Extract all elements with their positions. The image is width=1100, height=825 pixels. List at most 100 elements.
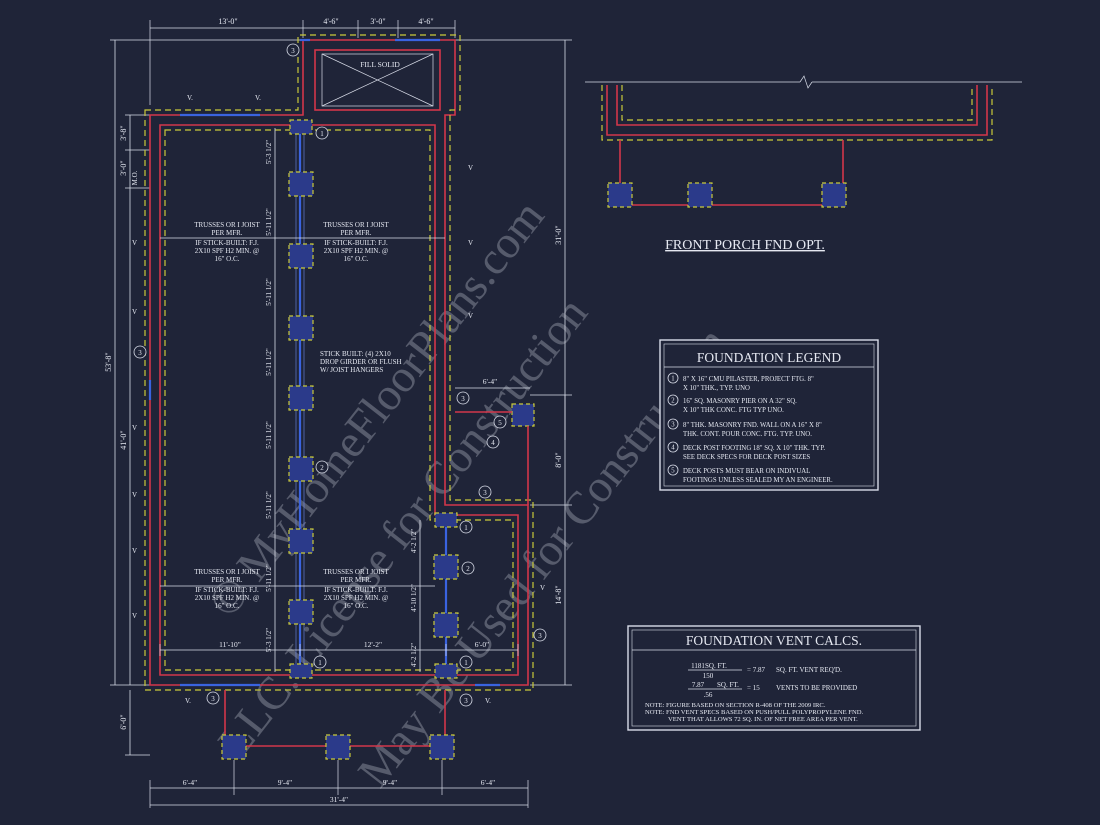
svg-text:3: 3 <box>483 489 487 497</box>
foundation-walls: FILL SOLID <box>144 34 534 691</box>
svg-text:16" SQ. MASONRY PIER ON A 32": 16" SQ. MASONRY PIER ON A 32" SQ. <box>683 398 797 405</box>
callout-bubbles: 3 1 3 2 1 1 2 1 3 5 4 3 3 3 3 <box>133 43 547 707</box>
porch-footing <box>429 734 455 760</box>
pier <box>433 554 459 580</box>
joist-note-lower-left: TRUSSES OR I JOIST PER MFR. IF STICK-BUI… <box>194 568 260 610</box>
callout-bubble: 1 <box>315 126 329 140</box>
inner-dim: 12'-2" <box>364 640 382 649</box>
svg-text:SEE DECK SPECS FOR DECK POST S: SEE DECK SPECS FOR DECK POST SIZES <box>683 454 810 461</box>
svg-text:VENT THAT ALLOWS 72 SQ. IN. OF: VENT THAT ALLOWS 72 SQ. IN. OF NET FREE … <box>668 716 858 723</box>
dim-left-lower: 41'-0" <box>119 430 128 449</box>
svg-text:IF STICK-BUILT: F.J.: IF STICK-BUILT: F.J. <box>195 586 259 594</box>
right-dimensions: 31'-0" 8'-0" 14'-8" <box>455 39 572 686</box>
vent-marker: V <box>132 308 137 316</box>
pier-dim: 5'-3 1/2" <box>265 140 273 164</box>
vent-marker: V <box>132 239 137 247</box>
callout-bubble: 3 <box>456 391 470 405</box>
lower-pier-dim: 4'-10 1/2" <box>410 584 418 612</box>
svg-text:16" O.C.: 16" O.C. <box>215 602 240 610</box>
vent-marker: V <box>468 164 473 172</box>
svg-text:4: 4 <box>671 445 675 452</box>
svg-text:VENTS TO BE PROVIDED: VENTS TO BE PROVIDED <box>776 684 857 692</box>
svg-text:3: 3 <box>461 395 465 403</box>
svg-text:8" X 16" CMU PILASTER, PROJECT: 8" X 16" CMU PILASTER, PROJECT FTG. 8" <box>683 376 814 383</box>
left-dimensions: 53'-8" 3'-8" 3'-0" M.O. 41'-0" 6'-0" <box>104 39 300 756</box>
joist-notes: TRUSSES OR I JOIST PER MFR. IF STICK-BUI… <box>160 221 445 610</box>
callout-bubble: 1 <box>313 655 327 669</box>
bottom-dim: 6'-4" <box>481 778 495 787</box>
lower-pier-dim: 4'-2 1/2" <box>410 529 418 553</box>
legend-item: 5 DECK POSTS MUST BEAR ON INDIVUAL FOOTI… <box>667 464 833 484</box>
callout-bubble: 3 <box>133 345 147 359</box>
svg-text:DECK POSTS MUST BEAR ON INDIVU: DECK POSTS MUST BEAR ON INDIVUAL <box>683 468 810 475</box>
svg-text:SQ. FT. VENT REQ'D.: SQ. FT. VENT REQ'D. <box>776 666 842 674</box>
pier <box>433 612 459 638</box>
svg-text:150: 150 <box>703 672 714 680</box>
svg-text:16" O.C.: 16" O.C. <box>344 602 369 610</box>
svg-text:TRUSSES OR I JOIST: TRUSSES OR I JOIST <box>323 568 389 576</box>
svg-text:THK. CONT. POUR CONC. FTG. TYP: THK. CONT. POUR CONC. FTG. TYP. UNO. <box>683 431 812 438</box>
bottom-dim: 6'-4" <box>183 778 197 787</box>
legend-item: 1 8" X 16" CMU PILASTER, PROJECT FTG. 8"… <box>667 372 814 392</box>
svg-text:4: 4 <box>491 439 495 447</box>
pier <box>434 512 458 528</box>
inner-dim: 6'-0" <box>475 640 489 649</box>
legend-title: FOUNDATION LEGEND <box>697 350 842 365</box>
callout-bubble: 1 <box>459 655 473 669</box>
bottom-dims: 6'-4" 9'-4" 9'-4" 6'-4" 31'-4" <box>149 760 529 808</box>
svg-text:DROP GIRDER OR FLUSH: DROP GIRDER OR FLUSH <box>320 358 402 366</box>
pier <box>288 599 314 625</box>
vent-calcs: FOUNDATION VENT CALCS. 1181 150 SQ. FT. … <box>627 625 921 731</box>
vent-marker: V <box>468 239 473 247</box>
callout-bubble: 4 <box>486 435 500 449</box>
vent-marker: V. <box>255 94 261 102</box>
fill-solid-label: FILL SOLID <box>360 60 400 69</box>
vent-notes: NOTE: FIGURE BASED ON SECTION R-408 OF T… <box>645 702 863 723</box>
pier <box>289 663 313 679</box>
vent-marker: V. <box>185 697 191 705</box>
dim-right-offset: 8'-0" <box>554 452 563 467</box>
pier-dim: 5'-11 1/2" <box>265 278 273 306</box>
svg-text:IF STICK-BUILT: F.J.: IF STICK-BUILT: F.J. <box>324 239 388 247</box>
vent-marker: V. <box>485 697 491 705</box>
svg-text:STICK BUILT: (4) 2X10: STICK BUILT: (4) 2X10 <box>320 350 391 358</box>
vent-marker: V <box>132 491 137 499</box>
svg-text:1: 1 <box>464 524 468 532</box>
pier-dim: 5'-11 1/2" <box>265 564 273 592</box>
pier <box>288 385 314 411</box>
front-porch-option: FRONT PORCH FND OPT. <box>585 75 1022 253</box>
svg-text:SQ. FT.: SQ. FT. <box>717 681 739 689</box>
dim-overall-height: 53'-8" <box>104 352 113 371</box>
svg-text:16" O.C.: 16" O.C. <box>215 255 240 263</box>
callout-bubble: 2 <box>315 460 329 474</box>
dim-top-3: 3'-0" <box>370 17 385 26</box>
dim-top-2: 4'-6" <box>323 17 338 26</box>
vent-marker: V <box>132 424 137 432</box>
svg-text:2X10 SPF H2 MIN. @: 2X10 SPF H2 MIN. @ <box>195 594 260 602</box>
legend-item: 4 DECK POST FOOTING 18" SQ. X 10" THK. T… <box>667 441 825 461</box>
svg-text:5: 5 <box>671 468 675 475</box>
callout-bubble: 1 <box>459 520 473 534</box>
porch-footing <box>325 734 351 760</box>
bottom-dim: 9'-4" <box>278 778 292 787</box>
joist-note-upper-right: TRUSSES OR I JOIST PER MFR. IF STICK-BUI… <box>323 221 389 263</box>
svg-text:TRUSSES OR I JOIST: TRUSSES OR I JOIST <box>323 221 389 229</box>
porch-footing <box>221 734 247 760</box>
pier <box>288 243 314 269</box>
bottom-dim: 9'-4" <box>383 778 397 787</box>
svg-text:IF STICK-BUILT: F.J.: IF STICK-BUILT: F.J. <box>324 586 388 594</box>
svg-text:3: 3 <box>291 47 295 55</box>
top-dimension-line: 13'-0" 4'-6" 3'-0" 4'-6" <box>149 17 456 105</box>
svg-text:2: 2 <box>466 565 470 573</box>
svg-text:2X10 SPF H2 MIN. @: 2X10 SPF H2 MIN. @ <box>324 594 389 602</box>
svg-text:IF STICK-BUILT: F.J.: IF STICK-BUILT: F.J. <box>195 239 259 247</box>
svg-text:7.87: 7.87 <box>692 681 705 689</box>
deck-post-footing <box>511 403 535 427</box>
inner-dim: 11'-10" <box>219 640 241 649</box>
pier-spacing-dims: 5'-3 1/2" 5'-11 1/2" 5'-11 1/2" 5'-11 1/… <box>265 128 421 672</box>
pier-dim: 5'-11 1/2" <box>265 348 273 376</box>
svg-text:PER MFR.: PER MFR. <box>340 576 371 584</box>
svg-text:1: 1 <box>671 376 674 383</box>
dim-left-porch: 6'-0" <box>119 714 128 729</box>
